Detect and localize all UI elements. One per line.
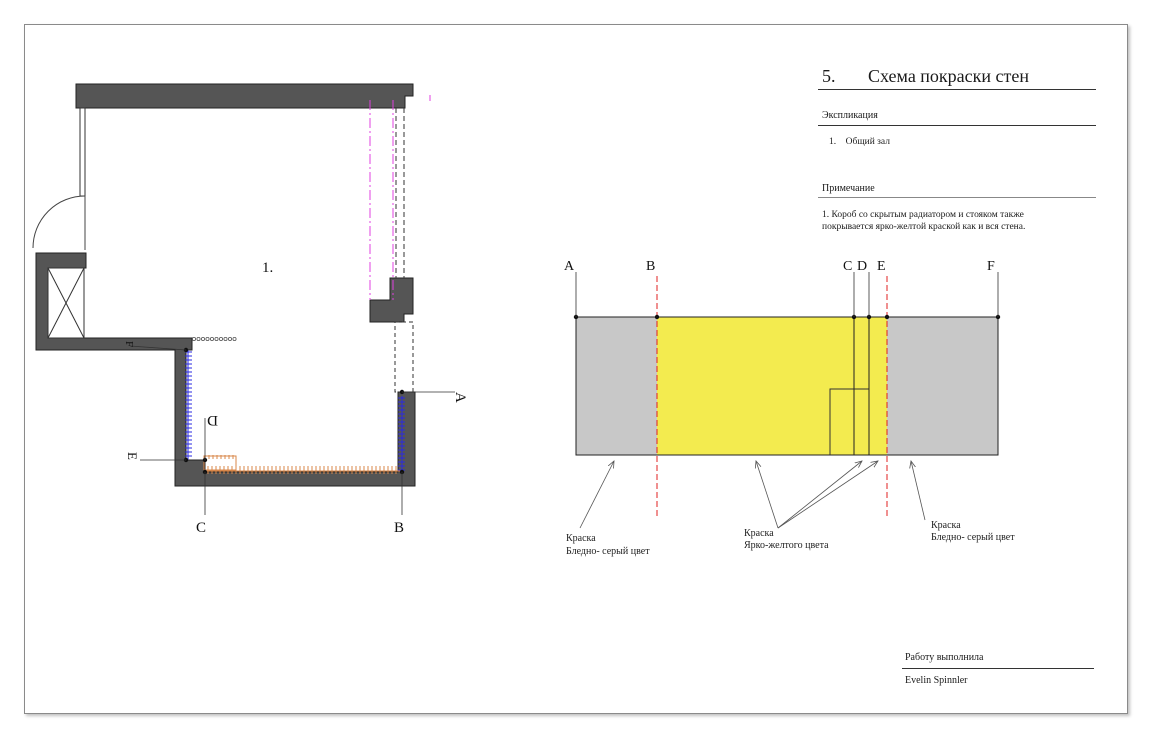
explication-item-number: 1. bbox=[829, 137, 837, 147]
callout-left-line2: Бледно- серый цвет bbox=[566, 546, 650, 557]
elevation-point-b: B bbox=[646, 259, 655, 274]
radiator-dot bbox=[232, 336, 237, 341]
plan-column-right bbox=[369, 277, 414, 323]
elevation-panel-grey-left bbox=[576, 317, 657, 455]
author-name: Evelin Spinnler bbox=[905, 675, 968, 686]
elevation-point-f: F bbox=[987, 259, 995, 274]
plan-hatch-orange-ticks bbox=[204, 455, 397, 474]
page-title: 5. Схема покраски стен bbox=[822, 66, 1029, 87]
plan-hatch-blue-left-ticks bbox=[185, 351, 192, 457]
radiator-dot bbox=[214, 336, 219, 341]
elevation-label-leaders bbox=[575, 272, 999, 317]
explication-heading: Экспликация bbox=[822, 110, 878, 121]
elevation-panel-grey-right bbox=[887, 317, 998, 455]
plan-point-c: C bbox=[196, 520, 206, 536]
plan-window-left bbox=[79, 107, 86, 197]
radiator-dot bbox=[196, 336, 201, 341]
plan-door-swing bbox=[32, 195, 86, 249]
elevation-point-a: A bbox=[564, 259, 575, 274]
callout-middle-line2: Ярко-желтого цвета bbox=[744, 540, 829, 551]
elevation-callout-arrows bbox=[579, 461, 926, 529]
radiator-dot bbox=[200, 336, 205, 341]
plan-wall-top bbox=[75, 83, 414, 109]
elevation-radiator-box bbox=[829, 388, 869, 455]
floor-plan: 1. A B C D E F bbox=[32, 83, 468, 536]
plan-niche-right bbox=[394, 321, 414, 393]
elevation-outline bbox=[575, 316, 999, 456]
radiator-dot bbox=[205, 336, 210, 341]
callout-right-line2: Бледно- серый цвет bbox=[931, 532, 1015, 543]
note-line-2: покрывается ярко-желтой краской как и вс… bbox=[822, 222, 1026, 232]
plan-point-d: D bbox=[207, 412, 218, 428]
wall-elevation: A B C D E F Краска Бледно- серый цвет Кр… bbox=[564, 259, 1015, 557]
elevation-panel-yellow bbox=[657, 317, 887, 455]
plan-point-e: E bbox=[125, 452, 140, 460]
author-heading: Работу выполнила bbox=[905, 652, 984, 663]
plan-shaft-cross-b bbox=[47, 267, 85, 339]
radiator-dot bbox=[209, 336, 214, 341]
note-underline bbox=[818, 197, 1096, 198]
plan-point-a: A bbox=[452, 392, 468, 403]
plan-hatch-blue-right-ticks bbox=[398, 397, 405, 471]
plan-room-label: 1. bbox=[262, 260, 273, 276]
page-title-text: Схема покраски стен bbox=[868, 66, 1030, 86]
explication-item-label: Общий зал bbox=[845, 137, 890, 147]
explication-item-1: 1. Общий зал bbox=[829, 136, 890, 148]
note-heading: Примечание bbox=[822, 183, 875, 194]
radiator-dot bbox=[223, 336, 228, 341]
callout-left-line1: Краска bbox=[566, 533, 596, 544]
callout-middle-line1: Краска bbox=[744, 528, 774, 539]
radiator-dot bbox=[218, 336, 223, 341]
plan-leader-f bbox=[129, 345, 187, 351]
radiator-dot bbox=[227, 336, 232, 341]
plan-wall-shaft bbox=[35, 252, 416, 487]
elevation-point-d: D bbox=[857, 259, 867, 274]
note-line-1: 1. Короб со скрытым радиатором и стояком… bbox=[822, 210, 1024, 220]
elevation-point-c: C bbox=[843, 259, 852, 274]
explication-underline bbox=[818, 125, 1096, 126]
elevation-point-e: E bbox=[877, 259, 886, 274]
page-title-number: 5. bbox=[822, 66, 836, 86]
plan-point-b: B bbox=[394, 520, 404, 536]
author-underline bbox=[902, 668, 1094, 669]
plan-radiator-dots bbox=[191, 336, 237, 341]
radiator-dot bbox=[191, 336, 196, 341]
plan-point-f: F bbox=[123, 341, 135, 347]
title-underline bbox=[818, 89, 1096, 90]
callout-right-line1: Краска bbox=[931, 520, 961, 531]
